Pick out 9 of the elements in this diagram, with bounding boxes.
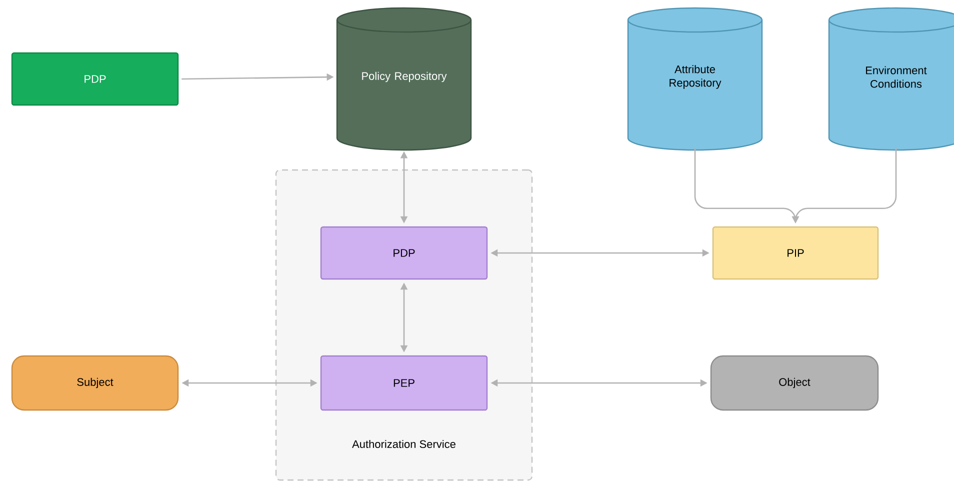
database-cylinder: Environment Conditions [828,7,954,151]
process-box: PDP [11,52,179,106]
database-cylinder: Attribute Repository [627,7,763,151]
process-box: PEP [320,355,488,411]
process-box: PIP [712,226,879,280]
process-box: PDP [320,226,488,280]
terminal-box: Object [710,355,879,411]
terminal-box: Subject [11,355,179,411]
database-cylinder: Policy Repository [336,7,472,151]
